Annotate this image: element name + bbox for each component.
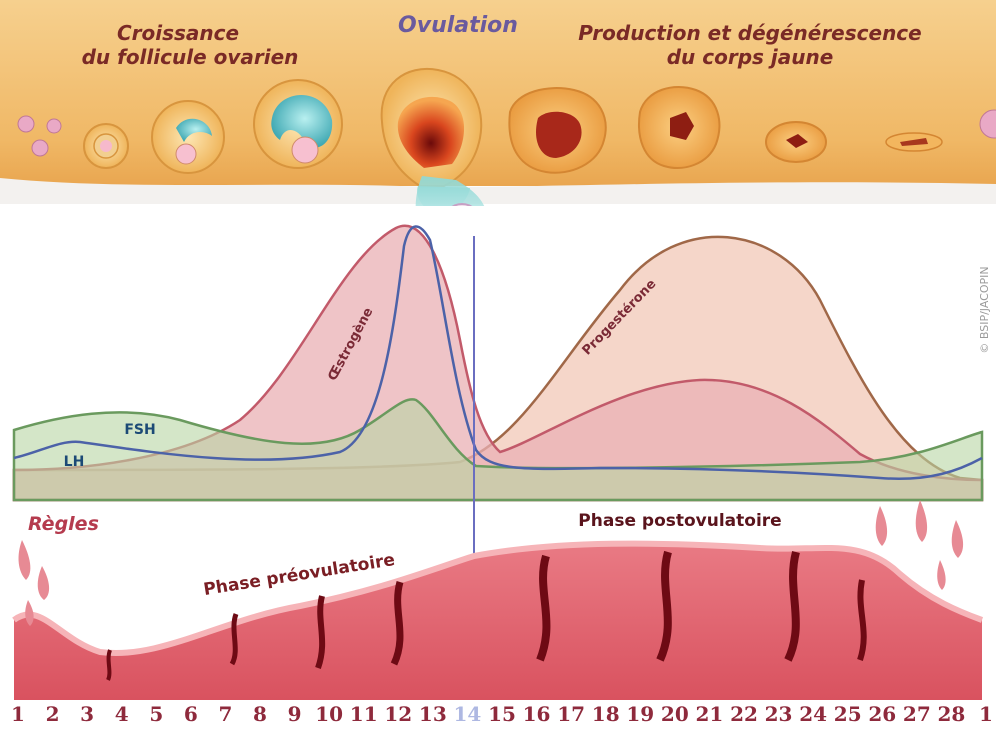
corpus-luteum-3 bbox=[766, 122, 826, 162]
copyright-credit: © BSIP/JACOPIN bbox=[978, 266, 991, 353]
gland-day3 bbox=[108, 650, 110, 680]
day-label-16: 16 bbox=[523, 702, 551, 726]
day-label-17: 17 bbox=[557, 702, 585, 726]
growth-title-line1: Croissance bbox=[117, 21, 239, 45]
day-label-19: 19 bbox=[626, 702, 654, 726]
menses-label: Règles bbox=[28, 513, 99, 535]
postovulatory-phase-label: Phase postovulatoire bbox=[578, 511, 781, 531]
day-label-18: 18 bbox=[592, 702, 620, 726]
day-label-27: 27 bbox=[903, 702, 931, 726]
day-label-5: 5 bbox=[149, 702, 163, 726]
gland-day9 bbox=[318, 596, 322, 668]
day-label-6: 6 bbox=[184, 702, 198, 726]
day-label-14: 14 bbox=[454, 702, 482, 726]
corpus-luteum-2 bbox=[639, 87, 719, 168]
day-label-10: 10 bbox=[315, 702, 343, 726]
day-label-29: 1 bbox=[979, 702, 993, 726]
day-label-28: 28 bbox=[938, 702, 966, 726]
fsh-label: FSH bbox=[124, 422, 155, 438]
day-label-13: 13 bbox=[419, 702, 447, 726]
day-label-9: 9 bbox=[288, 702, 302, 726]
day-label-11: 11 bbox=[350, 702, 378, 726]
day-label-2: 2 bbox=[46, 702, 60, 726]
ovulation-title: Ovulation bbox=[398, 13, 518, 38]
endometrium: Règles Phase préovulatoire Phase postovu… bbox=[14, 500, 982, 700]
antral-follicle bbox=[254, 80, 342, 168]
gland-day7 bbox=[232, 614, 236, 664]
day-label-26: 26 bbox=[868, 702, 896, 726]
day-label-15: 15 bbox=[488, 702, 516, 726]
lh-label: LH bbox=[64, 454, 85, 470]
day-label-7: 7 bbox=[218, 702, 232, 726]
endometrium-lining bbox=[14, 544, 982, 700]
day-label-1: 1 bbox=[11, 702, 25, 726]
primary-follicle bbox=[84, 124, 128, 168]
corpus-albicans bbox=[886, 133, 942, 151]
day-label-22: 22 bbox=[730, 702, 758, 726]
day-label-24: 24 bbox=[799, 702, 827, 726]
corpus-title-line1: Production et dégénérescence bbox=[578, 21, 921, 45]
corpus-luteum-1 bbox=[509, 88, 605, 173]
day-label-23: 23 bbox=[765, 702, 793, 726]
day-label-25: 25 bbox=[834, 702, 862, 726]
growth-title-line2: du follicule ovarien bbox=[82, 45, 299, 69]
day-label-21: 21 bbox=[696, 702, 724, 726]
day-label-12: 12 bbox=[384, 702, 412, 726]
day-label-8: 8 bbox=[253, 702, 267, 726]
day-label-3: 3 bbox=[80, 702, 94, 726]
day-label-20: 20 bbox=[661, 702, 689, 726]
secondary-follicle bbox=[152, 101, 224, 173]
corpus-title-line2: du corps jaune bbox=[667, 45, 834, 69]
gland-day25 bbox=[860, 580, 864, 660]
day-label-4: 4 bbox=[115, 702, 129, 726]
